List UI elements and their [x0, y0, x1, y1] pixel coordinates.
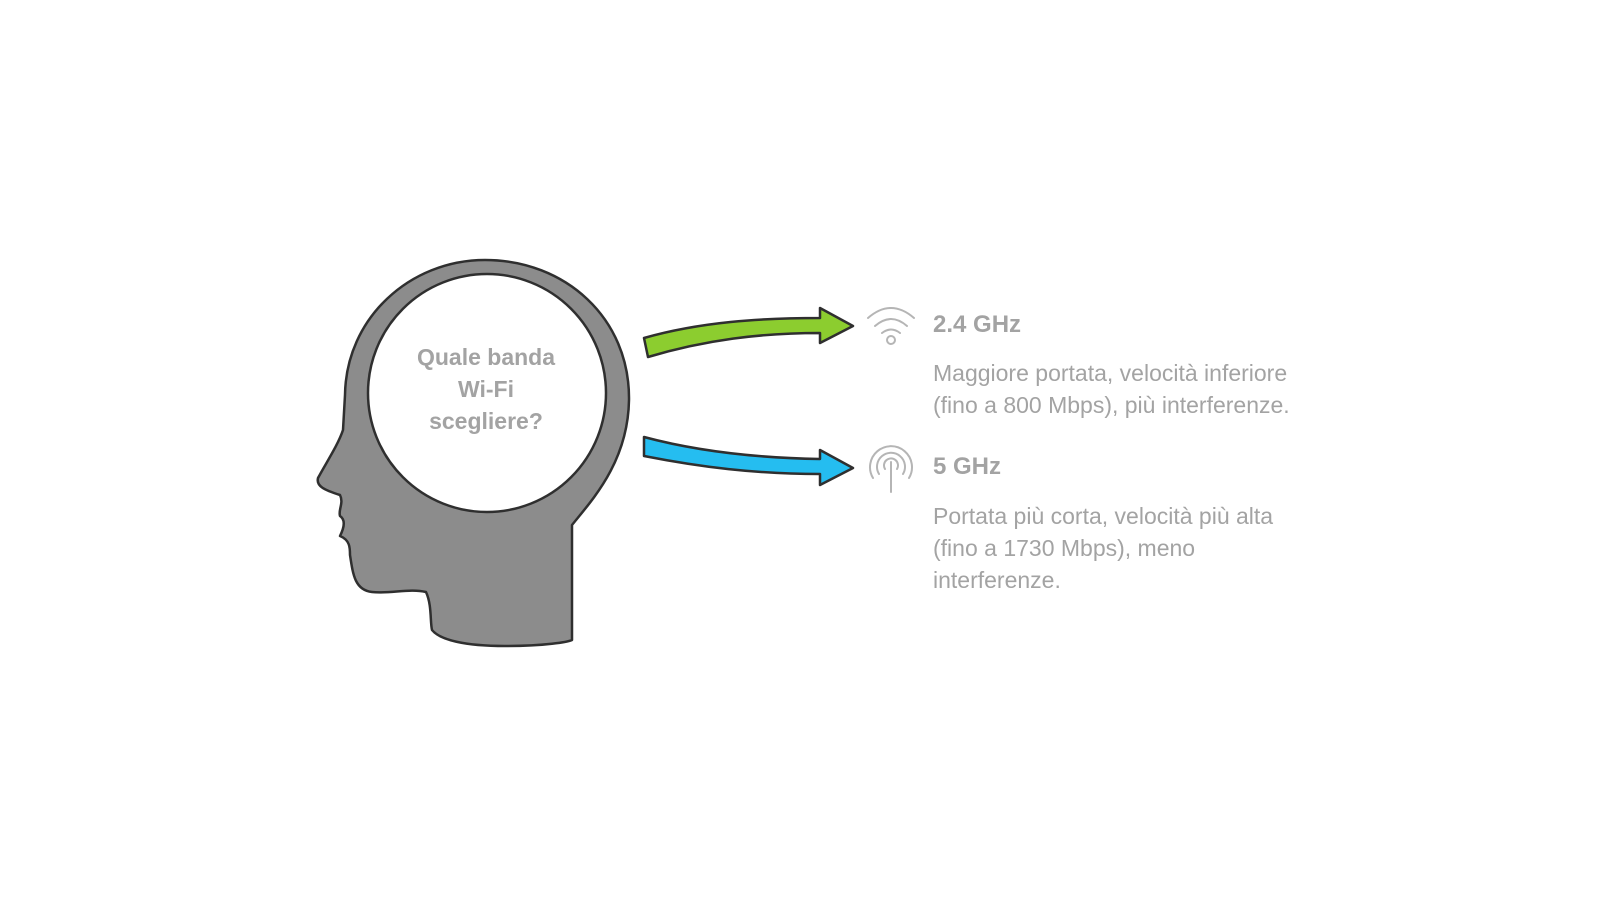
question-line-3: scegliere?	[429, 408, 543, 434]
option-title-5ghz: 5 GHz	[933, 453, 1002, 480]
question-line-2: Wi-Fi	[458, 376, 514, 402]
option-desc-2-4ghz: Maggiore portata, velocità inferiore (fi…	[933, 360, 1290, 418]
wifi-icon	[867, 307, 915, 345]
question-text: Quale banda Wi-Fi scegliere?	[376, 341, 596, 437]
arrow-2-4ghz	[642, 306, 855, 359]
arrow-5ghz	[642, 435, 855, 487]
question-line-1: Quale banda	[416, 344, 556, 370]
thought-circle	[366, 272, 608, 514]
option-desc-5ghz: Portata più corta, velocità più alta (fi…	[933, 503, 1274, 593]
option-title-2-4ghz: 2.4 GHz	[933, 311, 1022, 338]
antenna-icon	[869, 445, 913, 493]
